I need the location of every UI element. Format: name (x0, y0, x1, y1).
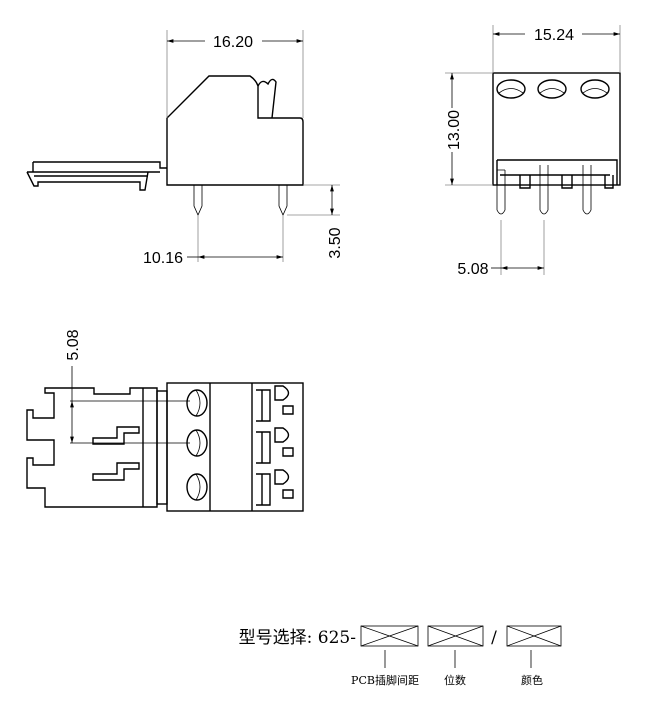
dim-pin-pitch: 10.16 (143, 250, 183, 267)
dim-pin-length: 3.50 (327, 227, 344, 258)
field-color: 颜色 (521, 673, 543, 687)
field-pitch: PCB插脚间距 (351, 673, 419, 687)
model-selection: 型号选择: 625- / PCB插脚间距 位数 颜色 (239, 625, 562, 687)
dim-front-pitch: 5.08 (457, 261, 488, 278)
model-label: 型号选择: 625- (239, 628, 356, 648)
dim-top-pitch: 5.08 (65, 329, 82, 360)
top-view: 5.08 (26, 329, 304, 512)
dim-front-height: 13.00 (446, 110, 463, 150)
front-view: 15.24 13.00 5.08 (445, 25, 621, 278)
field-positions: 位数 (444, 673, 466, 687)
side-view: 16.20 10.16 3.50 (26, 30, 344, 267)
dim-side-width: 16.20 (213, 34, 253, 51)
dim-front-width: 15.24 (534, 27, 574, 44)
separator: / (491, 628, 497, 648)
